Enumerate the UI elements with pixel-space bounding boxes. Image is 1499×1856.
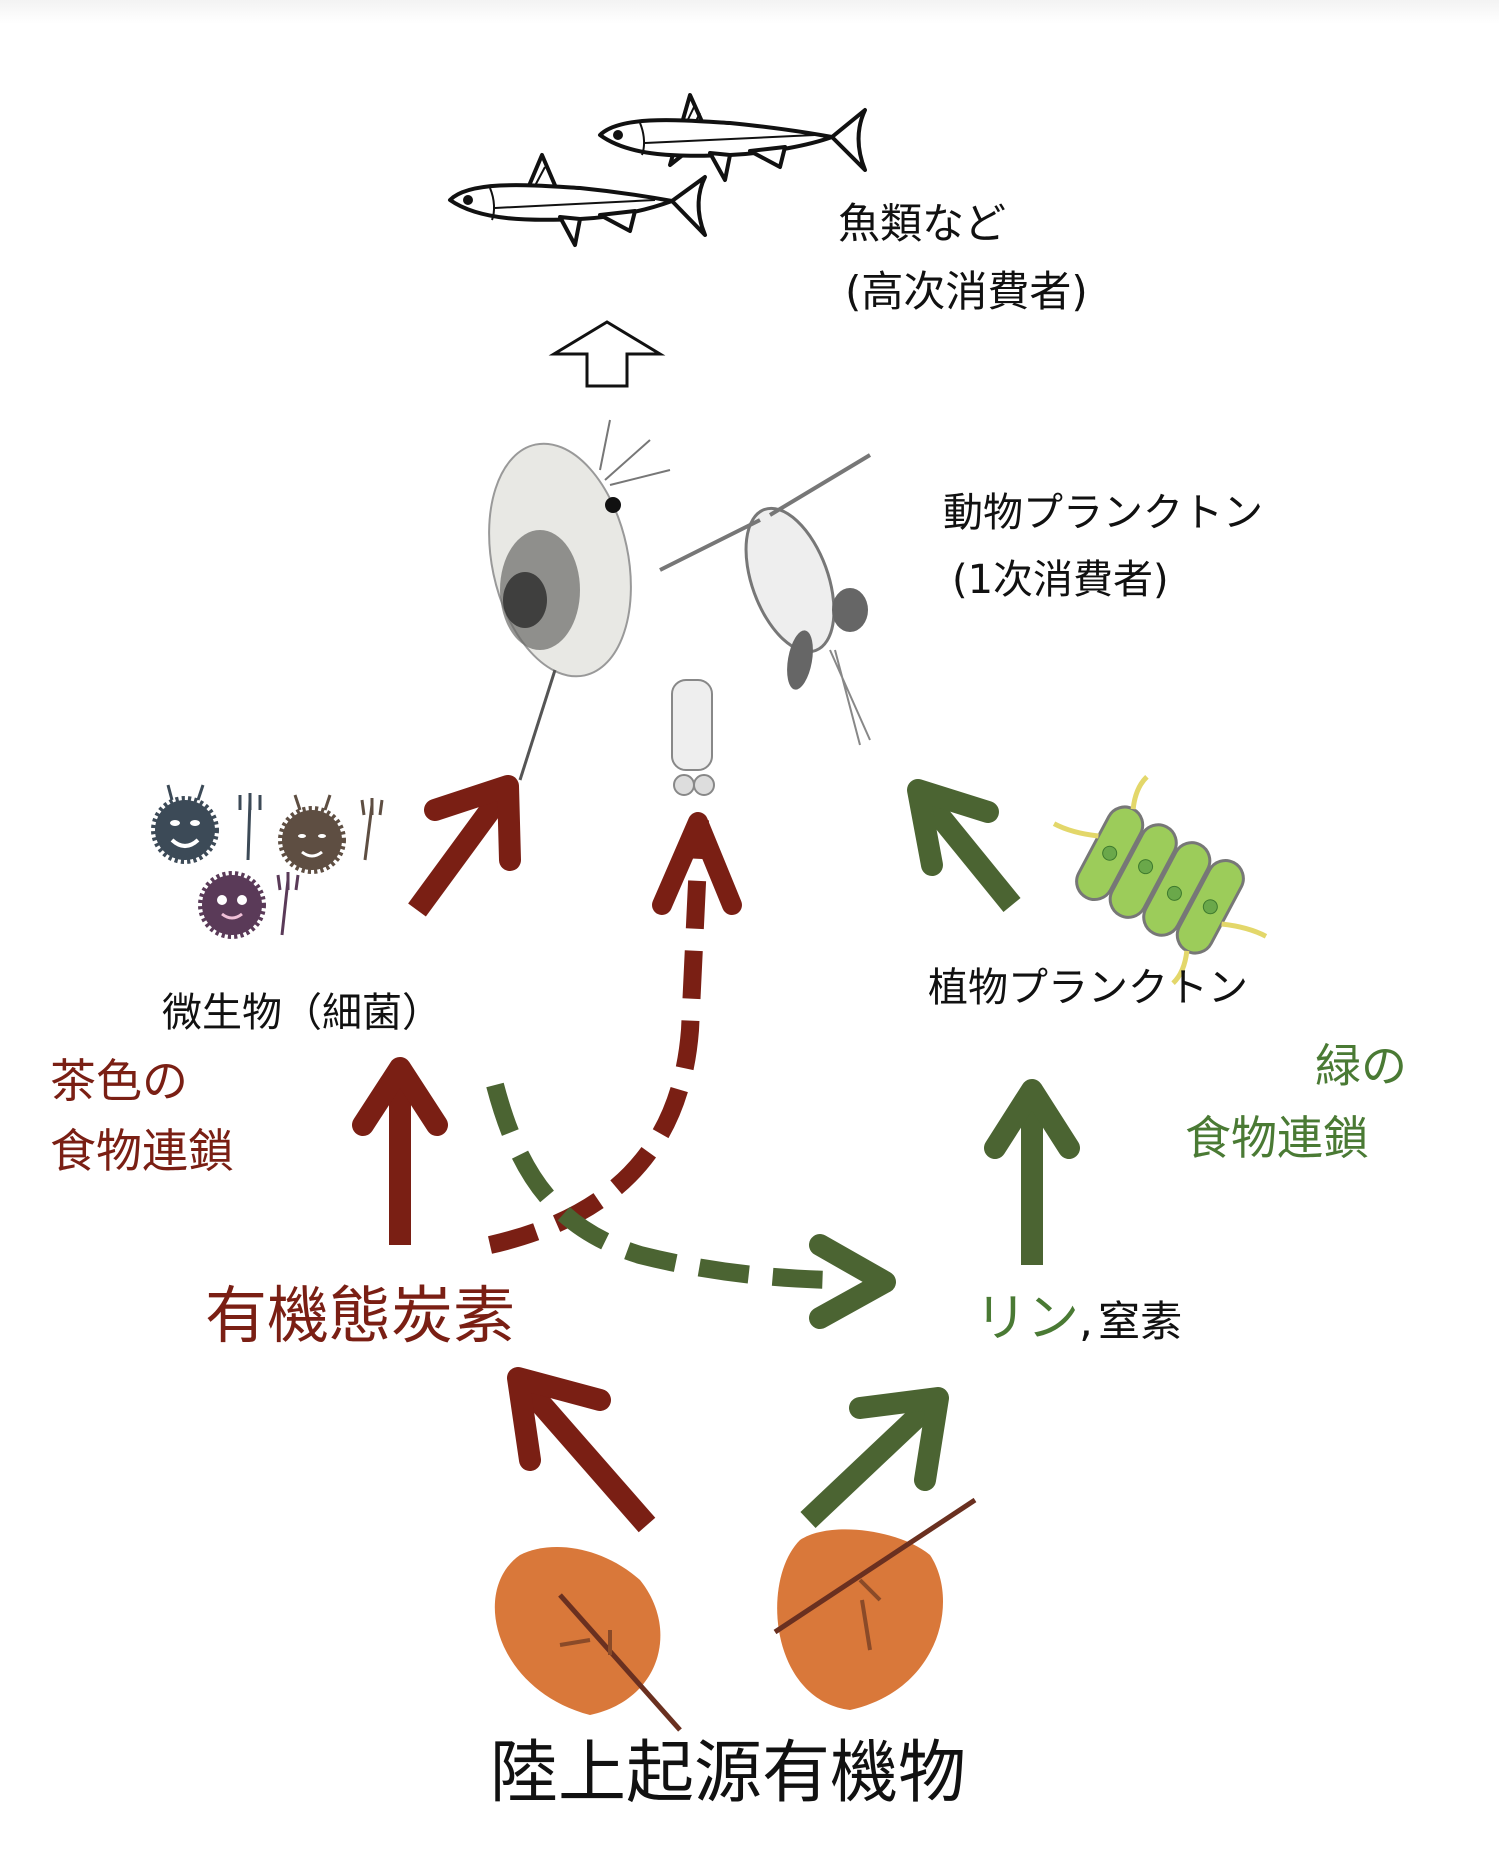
hollow-up-arrow <box>548 320 666 388</box>
nitrogen-label: 窒素 <box>1098 1297 1183 1346</box>
comma: , <box>1079 1296 1094 1347</box>
zooplankton-role-label: (1次消費者) <box>952 557 1169 603</box>
phytoplankton-icon <box>1052 774 1268 986</box>
zooplankton-icon <box>488 419 872 796</box>
bacteria-icon <box>151 784 384 939</box>
dashed-green-arrow <box>486 1082 896 1329</box>
green-chain-arrows <box>800 779 1080 1528</box>
leaf-icon <box>494 1497 977 1732</box>
green-chain-label-2: 食物連鎖 <box>1185 1111 1369 1165</box>
brown-chain-arrows <box>352 775 656 1533</box>
organic-carbon-label: 有機態炭素 <box>205 1279 516 1352</box>
zooplankton-label: 動物プランクトン <box>943 490 1263 536</box>
microbes-label: 微生物（細菌） <box>162 990 442 1036</box>
phytoplankton-label: 植物プランクトン <box>928 965 1248 1011</box>
dashed-brown-arrow <box>488 812 742 1254</box>
fish-role-label: (高次消費者) <box>845 267 1088 316</box>
green-chain-label-1: 緑の <box>1315 1039 1407 1093</box>
phosphorus-label: リン <box>975 1289 1080 1349</box>
top-fade <box>0 0 1499 24</box>
nutrients-label: リン, 窒素 <box>975 1289 1183 1350</box>
fish-label: 魚類など <box>838 199 1007 248</box>
brown-chain-label-1: 茶色の <box>50 1054 188 1108</box>
fish-icon <box>448 93 867 247</box>
brown-chain-label-2: 食物連鎖 <box>50 1124 234 1178</box>
terrestrial-organic-label: 陸上起源有機物 <box>490 1734 967 1813</box>
